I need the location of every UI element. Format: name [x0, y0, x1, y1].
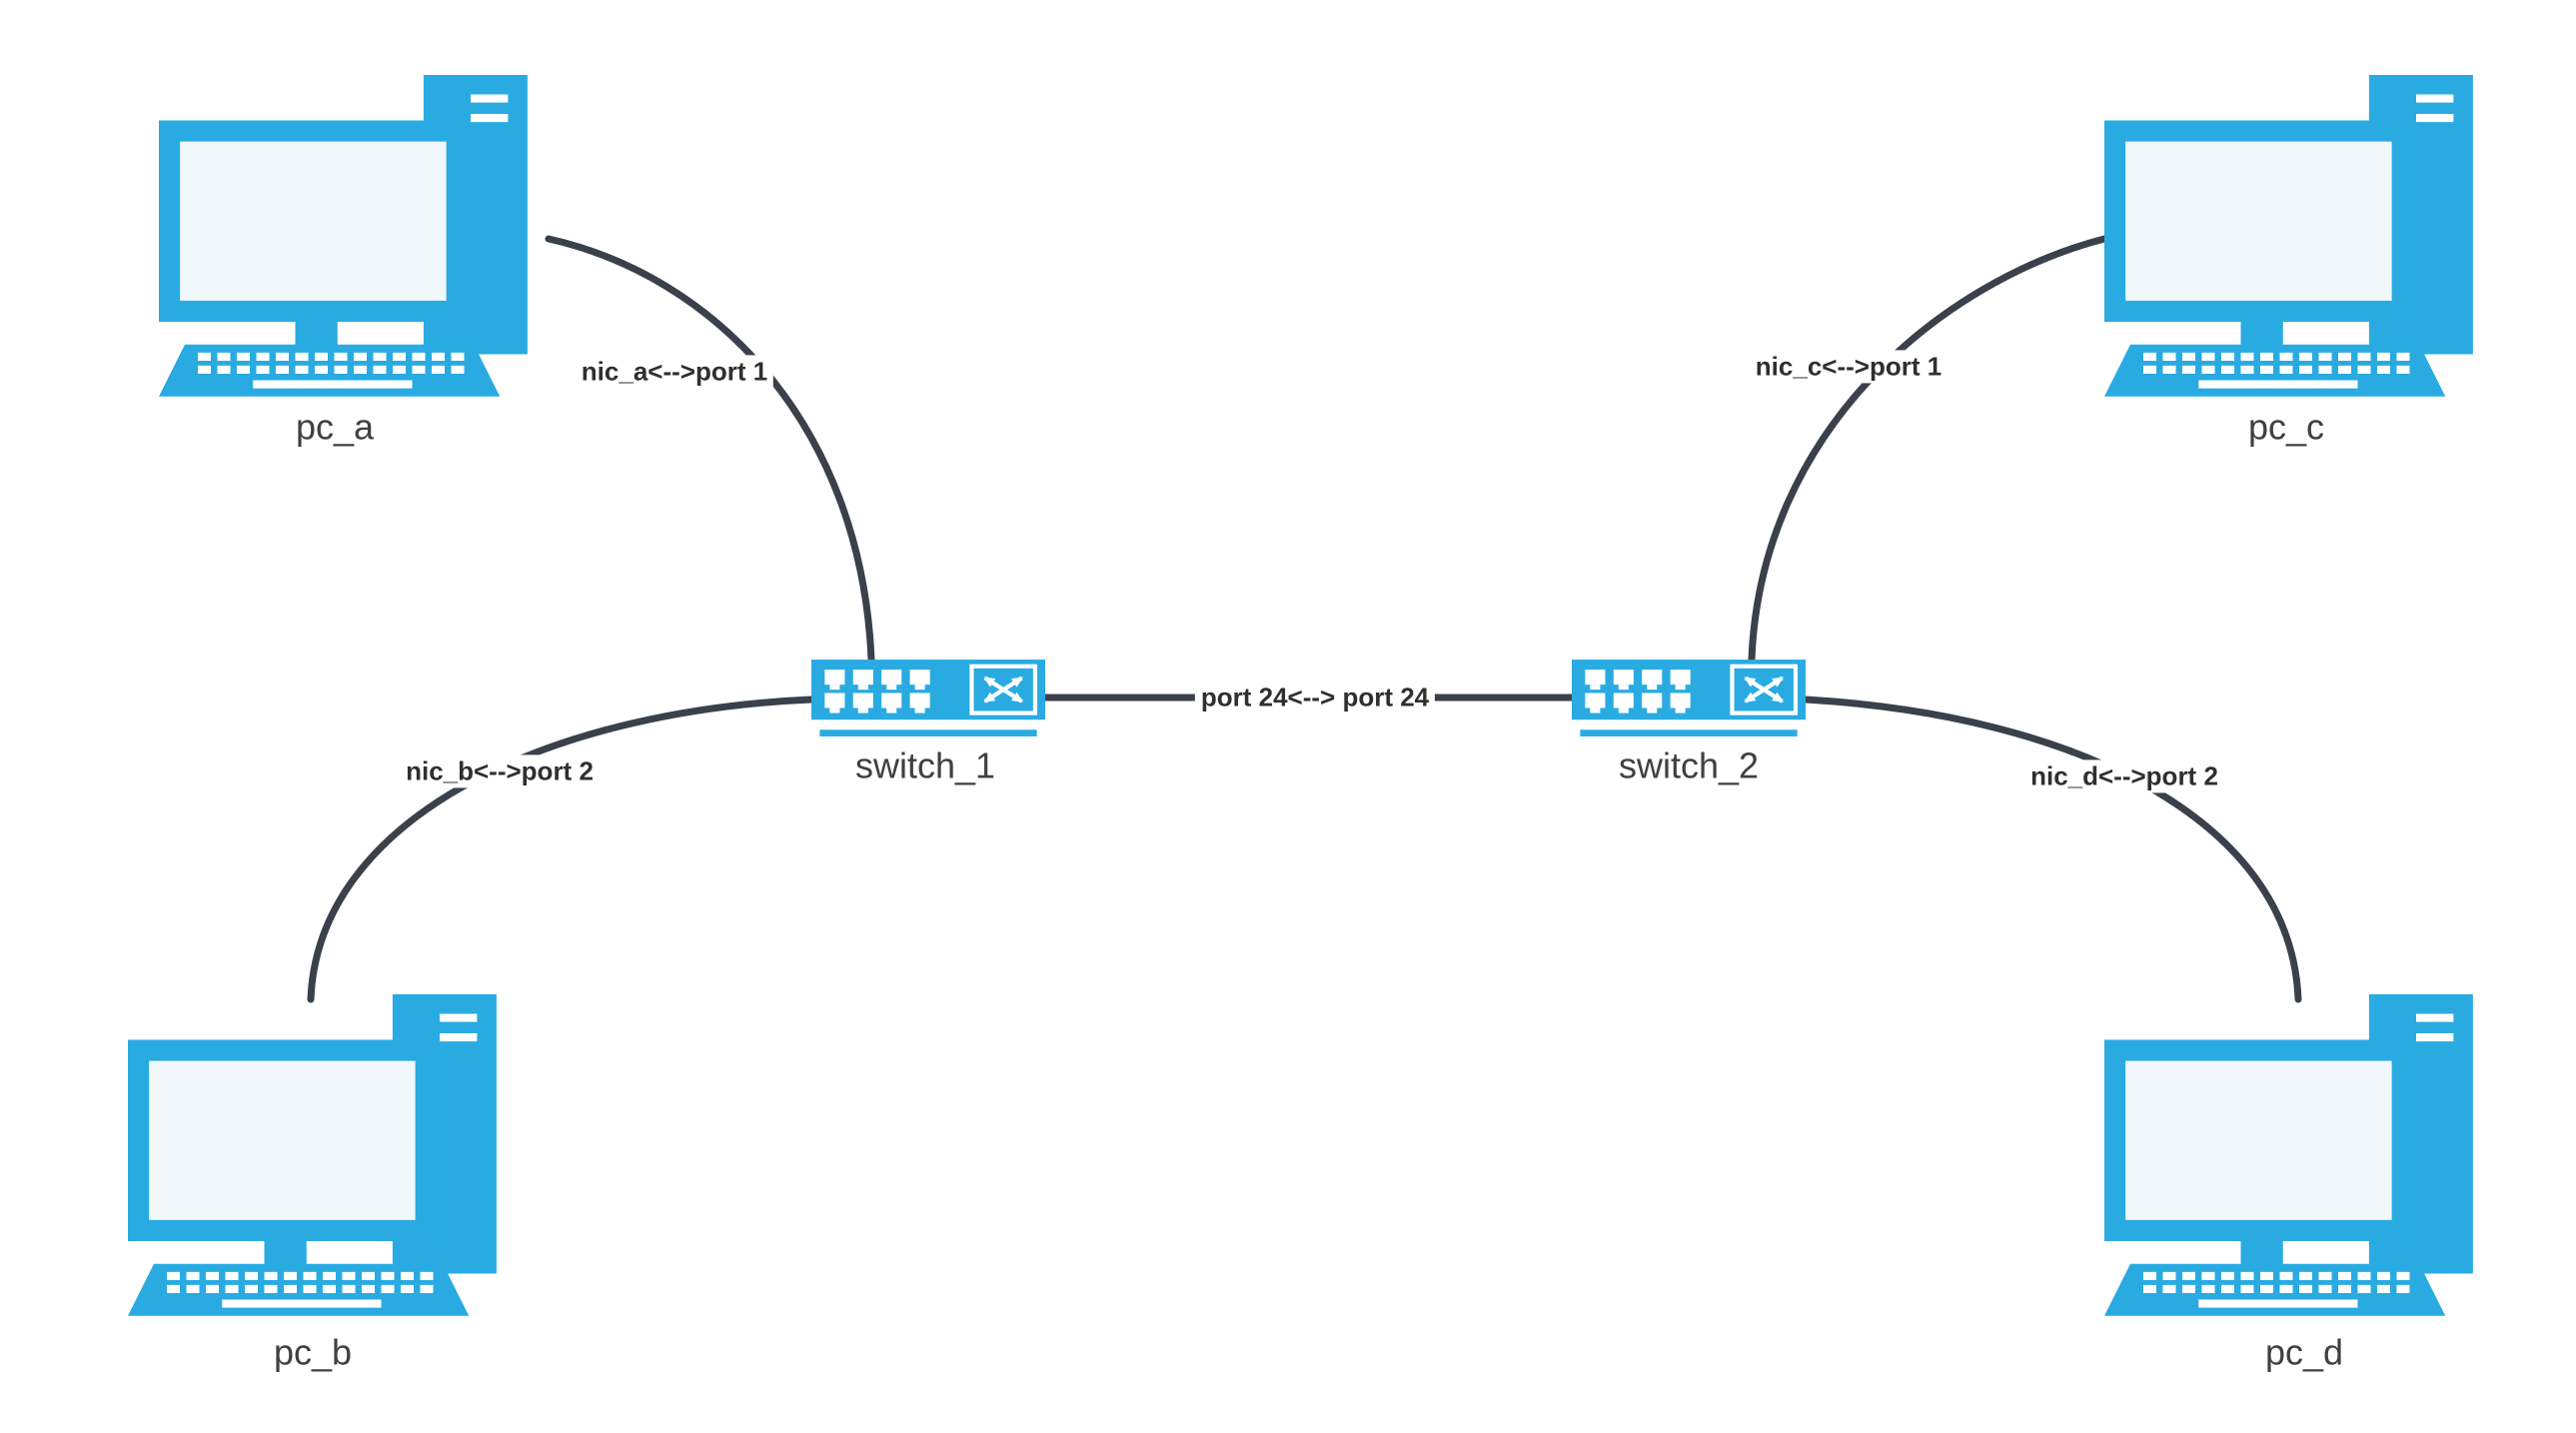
edge-pc-c-switch-2[interactable]: [1748, 235, 2108, 664]
edge-label-nic-d-port-2: nic_d<-->port 2: [2024, 759, 2224, 793]
edge-layer: [307, 235, 2302, 1003]
node-label-switch-2: switch_2: [1618, 744, 1760, 786]
pc-b-icon[interactable]: [128, 994, 499, 1318]
pc-c-icon[interactable]: [2104, 75, 2475, 399]
edge-pc-a-switch-1[interactable]: [545, 235, 875, 664]
edge-label-nic-a-port-1: nic_a<-->port 1: [575, 355, 774, 389]
node-label-pc-d: pc_d: [2264, 1331, 2344, 1373]
pc-d-icon[interactable]: [2104, 994, 2475, 1318]
edge-label-nic-b-port-2: nic_b<-->port 2: [400, 754, 600, 788]
node-label-switch-1: switch_1: [854, 744, 996, 786]
pc-a-icon[interactable]: [159, 75, 530, 399]
switch-1-icon[interactable]: [811, 660, 1045, 736]
node-label-pc-b: pc_b: [273, 1331, 353, 1373]
edge-pc-b-switch-1[interactable]: [307, 696, 815, 1003]
edge-label-port-24-port-24: port 24<--> port 24: [1194, 681, 1436, 715]
switch-2-icon[interactable]: [1572, 660, 1806, 736]
edge-pc-d-switch-2[interactable]: [1802, 696, 2302, 1003]
node-label-pc-a: pc_a: [295, 406, 375, 448]
edge-label-nic-c-port-1: nic_c<-->port 1: [1749, 350, 1948, 384]
node-label-pc-c: pc_c: [2247, 406, 2325, 448]
